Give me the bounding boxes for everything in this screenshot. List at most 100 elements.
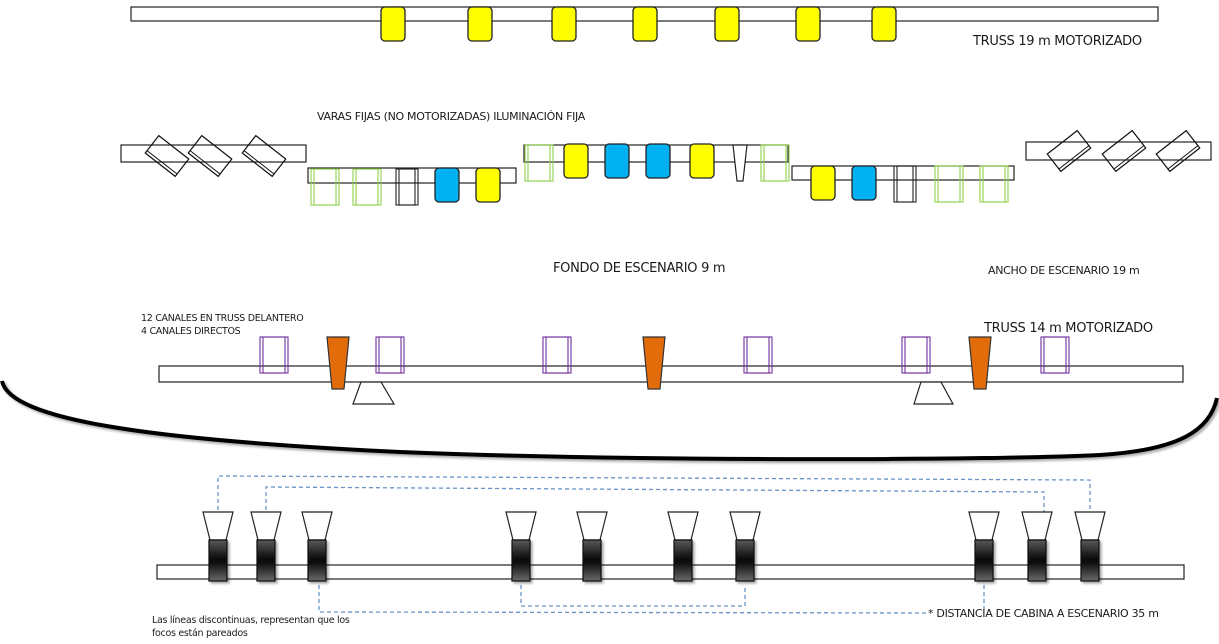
- ancho-escenario-label: ANCHO DE ESCENARIO 19 m: [988, 264, 1140, 277]
- orange-cone-fixture: [968, 336, 992, 390]
- pair-line-3: [318, 585, 929, 614]
- front-truss-bar: [156, 564, 1185, 580]
- vara-center-right: [791, 165, 1015, 203]
- fixture-inner: [904, 336, 928, 374]
- purple-rect-fixture: [1040, 336, 1070, 374]
- lens-cone: [505, 511, 537, 541]
- fixture-body: [974, 539, 994, 582]
- black-cone-fixture: [732, 144, 748, 182]
- yellow-par-fixture: [551, 6, 577, 42]
- par-can-body: [604, 143, 630, 179]
- yellow-par-fixture: [714, 6, 740, 42]
- blue-par-fixture: [434, 167, 460, 203]
- profile-cone: [326, 336, 350, 390]
- fixture-inner: [378, 336, 402, 374]
- pairing-note: Las líneas discontinuas, representan que…: [152, 614, 350, 640]
- lens-cone: [301, 511, 333, 541]
- pairing-note-line-2: focos están pareados: [152, 628, 248, 639]
- fixture-inner: [937, 165, 961, 203]
- green-rect-fixture: [934, 165, 964, 203]
- pairing-note-line-1: Las líneas discontinuas, representan que…: [152, 615, 350, 626]
- black-diamond-fixture: [1101, 129, 1147, 173]
- fixture-body: [511, 539, 531, 582]
- lens-cone: [202, 511, 234, 541]
- stage-edge-curve: [0, 380, 1219, 462]
- par-can-body: [851, 165, 877, 201]
- fixture-inner: [355, 168, 379, 206]
- green-rect-fixture: [352, 168, 382, 206]
- truss-14m: [158, 336, 1184, 405]
- purple-rect-fixture: [901, 336, 931, 374]
- front-fixture: [968, 511, 1000, 582]
- par-can-body: [563, 143, 589, 179]
- angled-fixture: [187, 134, 233, 178]
- truss-14m-bar: [158, 365, 1184, 383]
- yellow-par-fixture: [475, 167, 501, 203]
- angled-fixture: [1046, 129, 1092, 173]
- lens-cone: [729, 511, 761, 541]
- fixture-inner: [262, 336, 286, 374]
- fixture-inner: [896, 165, 914, 203]
- purple-rect-fixture: [542, 336, 572, 374]
- yellow-par-fixture: [871, 6, 897, 42]
- fixture-inner: [746, 336, 770, 374]
- angled-fixture: [1155, 129, 1201, 173]
- fixture-body: [307, 539, 327, 582]
- vara-center-left-bar: [307, 167, 517, 184]
- fixture-inner: [398, 168, 416, 206]
- fondo-escenario-label: FONDO DE ESCENARIO 9 m: [553, 261, 726, 276]
- purple-rect-fixture: [259, 336, 289, 374]
- fixture-body: [256, 539, 276, 582]
- blue-par-fixture: [851, 165, 877, 201]
- yellow-par-fixture: [810, 165, 836, 201]
- fixture-inner: [982, 165, 1006, 203]
- pair-line-1: [217, 475, 1091, 514]
- black-diamond-fixture: [1046, 129, 1092, 173]
- front-fixture: [202, 511, 234, 582]
- lens-cone: [576, 511, 608, 541]
- black-diamond-fixture: [1155, 129, 1201, 173]
- par-can-body: [810, 165, 836, 201]
- fixture-inner: [1043, 336, 1067, 374]
- front-truss: [156, 475, 1185, 614]
- yellow-par-fixture: [467, 6, 493, 42]
- profile-cone: [642, 336, 666, 390]
- fixture-body: [582, 539, 602, 582]
- canales-line-1: 12 CANALES EN TRUSS DELANTERO: [141, 313, 304, 324]
- pair-line-4: [520, 585, 746, 607]
- truss-support-left: [352, 381, 396, 405]
- front-fixture: [1021, 511, 1053, 582]
- par-can-body: [380, 6, 406, 42]
- truss-support-right: [913, 381, 955, 405]
- yellow-par-fixture: [689, 143, 715, 179]
- yellow-par-fixture: [795, 6, 821, 42]
- yellow-par-fixture: [563, 143, 589, 179]
- green-rect-fixture: [760, 144, 790, 182]
- fixture-body: [673, 539, 693, 582]
- blue-par-fixture: [645, 143, 671, 179]
- blue-par-fixture: [604, 143, 630, 179]
- vara-left: [120, 134, 307, 178]
- par-can-body: [434, 167, 460, 203]
- lens-cone: [1074, 511, 1106, 541]
- angled-fixture: [241, 134, 287, 178]
- front-fixture: [301, 511, 333, 582]
- black-rect-fixture: [395, 168, 419, 206]
- vara-center-left: [307, 167, 517, 206]
- par-can-body: [871, 6, 897, 42]
- orange-cone-fixture: [326, 336, 350, 390]
- fixture-inner: [313, 168, 337, 206]
- yellow-par-fixture: [632, 6, 658, 42]
- green-rect-fixture: [979, 165, 1009, 203]
- fixture-inner: [527, 144, 551, 182]
- orange-cone-fixture: [642, 336, 666, 390]
- green-rect-fixture: [310, 168, 340, 206]
- par-can-body: [795, 6, 821, 42]
- lens-cone: [1021, 511, 1053, 541]
- truss-14m-label: TRUSS 14 m MOTORIZADO: [984, 321, 1153, 336]
- canales-note: 12 CANALES EN TRUSS DELANTERO 4 CANALES …: [141, 312, 304, 338]
- black-diamond-fixture: [144, 134, 190, 178]
- front-fixture: [1074, 511, 1106, 582]
- par-can-body: [714, 6, 740, 42]
- vara-center: [523, 143, 790, 182]
